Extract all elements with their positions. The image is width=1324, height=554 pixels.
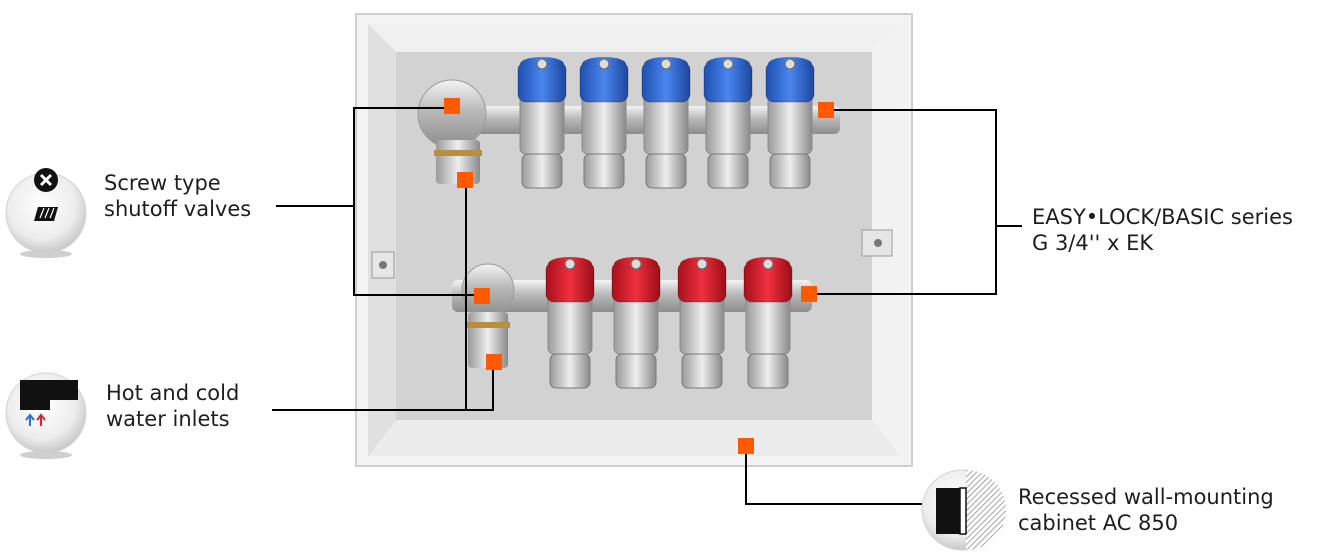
shutoff-valves-label: Screw type shutoff valves (104, 170, 251, 222)
marker-shutoff-top (444, 98, 460, 114)
marker-manifold-top (818, 102, 834, 118)
hot-cold-inlet-icon (6, 373, 86, 459)
cabinet-label: Recessed wall-mounting cabinet AC 850 (1018, 484, 1274, 536)
hot-valve-1 (546, 257, 594, 388)
shutoff-valves-line1: Screw type (104, 170, 251, 196)
wall-cabinet-icon (922, 470, 1006, 550)
shutoff-valve-icon (6, 168, 86, 258)
cabinet-line2: cabinet AC 850 (1018, 510, 1274, 536)
marker-inlet-hot (486, 354, 502, 370)
shutoff-valves-line2: shutoff valves (104, 196, 251, 222)
cold-valve-1 (518, 57, 566, 188)
cold-valve-5 (766, 57, 814, 188)
marker-shutoff-bottom (474, 288, 490, 304)
manifold-series-label: EASY•LOCK/BASIC series G 3/4'' x EK (1032, 204, 1293, 256)
wall-cabinet (356, 14, 912, 466)
hot-valve-2 (612, 257, 660, 388)
water-inlets-line2: water inlets (106, 406, 239, 432)
cold-valve-3 (642, 57, 690, 188)
cabinet-line1: Recessed wall-mounting (1018, 484, 1274, 510)
cold-valve-4 (704, 57, 752, 188)
marker-manifold-bottom (801, 286, 817, 302)
hot-valve-4 (744, 257, 792, 388)
water-inlets-line1: Hot and cold (106, 380, 239, 406)
hot-valve-3 (678, 257, 726, 388)
manifold-series-line2: G 3/4'' x EK (1032, 230, 1293, 256)
manifold-series-line1: EASY•LOCK/BASIC series (1032, 204, 1293, 230)
marker-inlet-cold (457, 172, 473, 188)
water-inlets-label: Hot and cold water inlets (106, 380, 239, 432)
marker-cabinet (738, 438, 754, 454)
cold-valve-group (518, 57, 814, 188)
cold-valve-2 (580, 57, 628, 188)
